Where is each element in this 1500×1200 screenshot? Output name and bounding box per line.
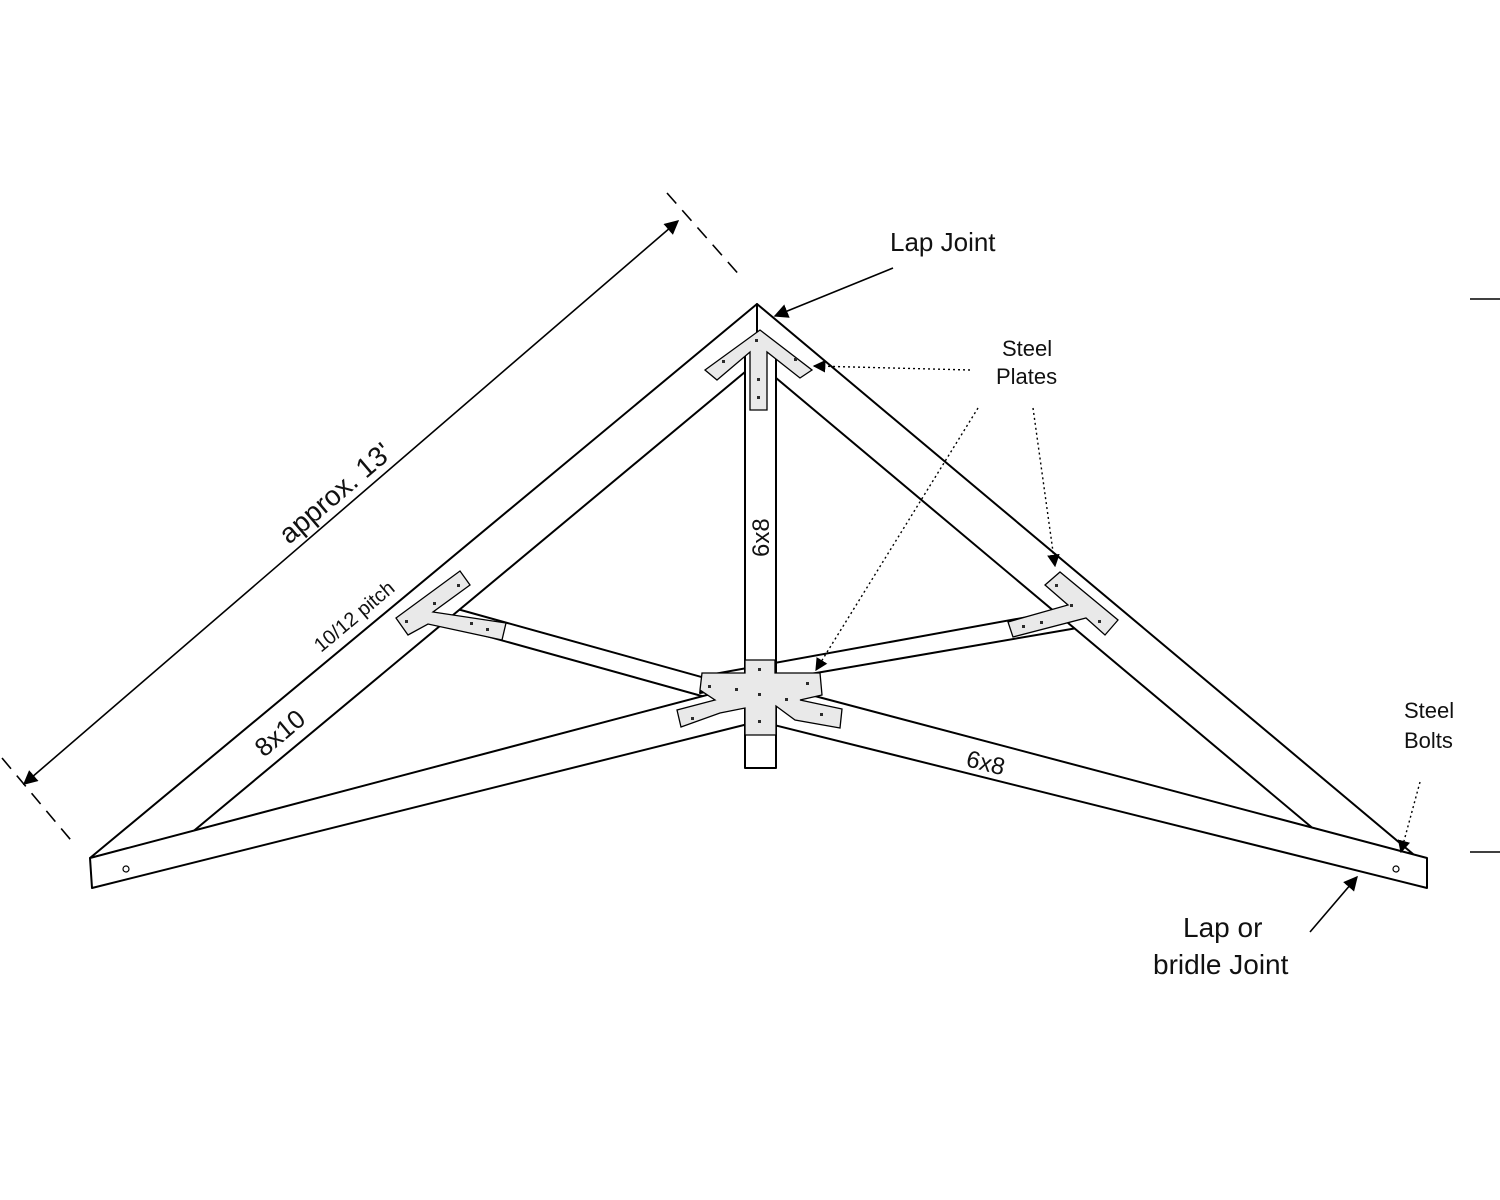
- steel-plates-leader-right: [1032, 407, 1060, 568]
- rafter-length-label: approx. 13': [273, 437, 398, 550]
- steel-plates-label-line1: Steel: [1002, 336, 1052, 361]
- steel-plate-apex: [703, 329, 814, 411]
- lap-bridle-label-line1: Lap or: [1183, 912, 1262, 943]
- lap-joint-leader: [773, 267, 894, 318]
- steel-plates-label-line2: Plates: [996, 364, 1057, 389]
- steel-plates-leader-center: [815, 407, 979, 672]
- steel-plates-leader-apex: [812, 359, 971, 373]
- steel-plate-right-rafter: [1007, 571, 1119, 638]
- dimension-extension-top: [666, 192, 743, 279]
- king-post-size-label: 6x8: [748, 518, 775, 557]
- steel-plate-center: [676, 659, 843, 736]
- dimension-line: [22, 220, 680, 785]
- lap-bridle-leader: [1309, 875, 1358, 933]
- dimension-extension-bottom: [1, 757, 76, 846]
- lap-bridle-label-line2: bridle Joint: [1153, 949, 1289, 980]
- lap-joint-label: Lap Joint: [890, 227, 996, 257]
- steel-bolts-leader: [1397, 781, 1421, 854]
- right-heel-bolt: [1392, 865, 1400, 873]
- steel-bolts-label-line2: Bolts: [1404, 728, 1453, 753]
- left-heel-bolt: [122, 865, 130, 873]
- steel-bolts-label-line1: Steel: [1404, 698, 1454, 723]
